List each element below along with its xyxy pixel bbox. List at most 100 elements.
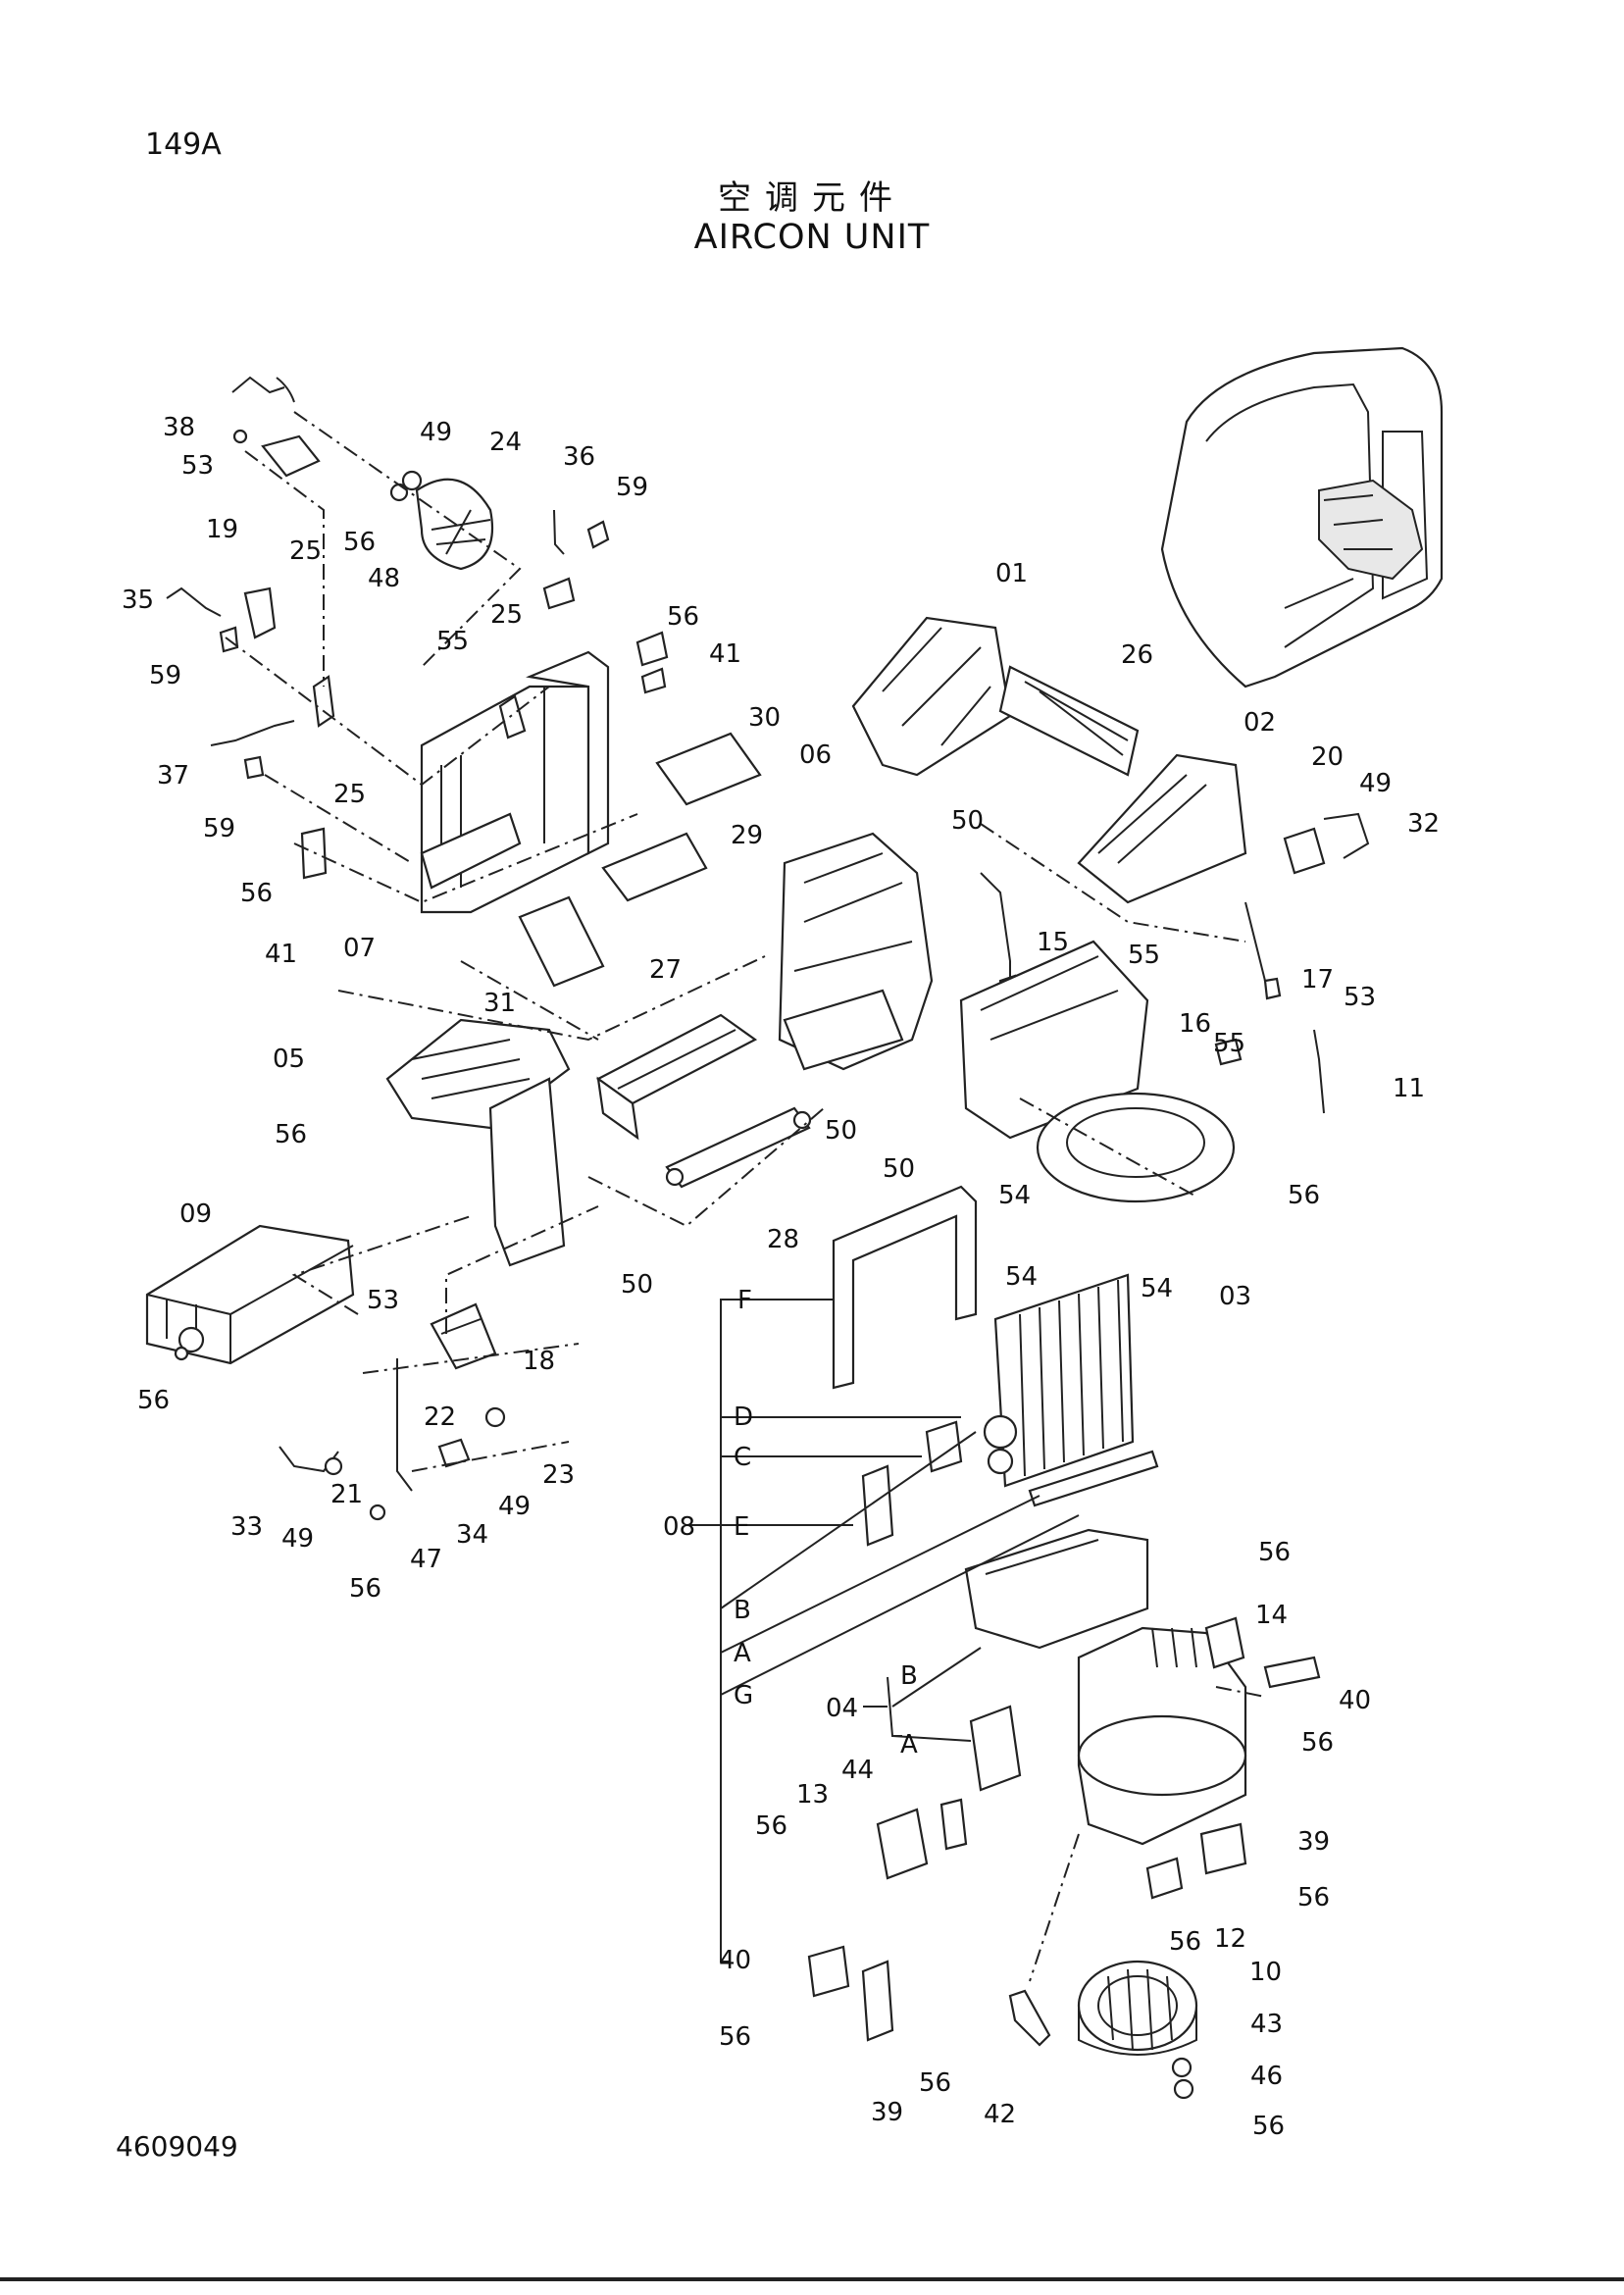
- callout-label: 49: [420, 418, 452, 447]
- blower-lower-case: [807, 1528, 1321, 2042]
- callout-label: 56: [1297, 1883, 1330, 1912]
- callout-label: 10: [1249, 1958, 1282, 1987]
- group-08-sub-label: G: [734, 1681, 753, 1710]
- callout-label: 25: [490, 600, 523, 630]
- callout-label: 50: [883, 1154, 915, 1184]
- callout-label: 56: [1288, 1181, 1320, 1210]
- callout-label: 14: [1255, 1601, 1288, 1630]
- callout-label: 53: [367, 1286, 399, 1315]
- title-chinese: 空调元件: [718, 178, 906, 218]
- callout-label: 54: [1141, 1274, 1173, 1303]
- drawing-number: 4609049: [116, 2130, 238, 2163]
- callout-label: 22: [424, 1402, 456, 1432]
- callout-leaders: [686, 1299, 1080, 1963]
- callout-label: 39: [871, 2098, 903, 2127]
- callout-label: 46: [1250, 2062, 1283, 2091]
- callout-label: 48: [368, 564, 400, 593]
- callout-label: 40: [719, 1946, 751, 1975]
- callout-label: 19: [206, 515, 238, 544]
- callout-label: 41: [265, 940, 297, 969]
- callout-label: 53: [181, 451, 214, 481]
- callout-label: 39: [1297, 1827, 1330, 1857]
- page-number: 149A: [145, 128, 222, 162]
- group-04-number: 04: [826, 1694, 858, 1723]
- callout-label: 56: [349, 1574, 381, 1604]
- blower-fan: [1008, 1960, 1198, 2100]
- callout-label: 33: [230, 1512, 263, 1542]
- callout-label: 36: [563, 442, 595, 472]
- callout-label: 15: [1037, 928, 1069, 957]
- callout-label: 56: [719, 2022, 751, 2052]
- callout-label: 55: [1128, 941, 1160, 970]
- callout-label: 43: [1250, 2010, 1283, 2039]
- callout-label: 59: [203, 814, 235, 843]
- callout-label: 34: [456, 1520, 488, 1550]
- callout-label: 47: [410, 1545, 442, 1574]
- callout-label: 35: [122, 586, 154, 615]
- callout-label: 56: [667, 602, 699, 632]
- callout-label: 37: [157, 761, 189, 790]
- callout-label: 49: [281, 1524, 314, 1554]
- callout-label: 59: [149, 661, 181, 690]
- callout-labels: 38 53 19 49 24 56 48 36 59 35 25 59 25 5…: [122, 413, 1440, 2141]
- callout-label: 01: [995, 559, 1028, 588]
- right-ducting: [851, 616, 1370, 1114]
- damper-flaps: [518, 732, 762, 988]
- group-08-sub-label: B: [734, 1596, 751, 1625]
- callout-label: 07: [343, 934, 376, 963]
- callout-label: 49: [1359, 769, 1392, 798]
- heater-core: [595, 1013, 812, 1189]
- callout-label: 23: [542, 1460, 575, 1490]
- callout-label: 56: [137, 1386, 170, 1415]
- callout-label: 25: [289, 536, 322, 566]
- callout-label: 03: [1219, 1282, 1251, 1311]
- callout-label: 56: [919, 2068, 951, 2098]
- callout-label: 31: [483, 989, 516, 1018]
- group-08-number: 08: [663, 1512, 695, 1542]
- machine-cab-illustration: [1160, 346, 1444, 688]
- callout-label: 55: [1213, 1029, 1245, 1058]
- group-08-sub-label: C: [734, 1443, 751, 1472]
- callout-label: 56: [1301, 1728, 1334, 1758]
- callout-label: 54: [1005, 1262, 1038, 1292]
- callout-label: 56: [1258, 1538, 1291, 1567]
- actuator-assembly: [279, 1302, 506, 1521]
- callout-label: 17: [1301, 965, 1334, 994]
- bottom-border-line: [0, 2277, 1624, 2281]
- callout-label: 56: [1252, 2112, 1285, 2141]
- callout-label: 09: [179, 1199, 212, 1229]
- group-08-sub-label: A: [734, 1639, 751, 1668]
- callout-label: 21: [330, 1480, 363, 1509]
- group-08-sub-label: D: [734, 1402, 753, 1432]
- filter-case: [145, 1224, 355, 1365]
- callout-label: 12: [1214, 1924, 1246, 1954]
- upper-housing: [385, 832, 934, 1267]
- linkage-assembly: [166, 376, 669, 880]
- callout-label: 50: [621, 1270, 653, 1300]
- callout-label: 20: [1311, 742, 1344, 772]
- callout-label: 49: [498, 1492, 531, 1521]
- callout-label: 06: [799, 740, 832, 770]
- callout-label: 38: [163, 413, 195, 442]
- callout-label: 56: [1169, 1927, 1201, 1957]
- callout-label: 44: [841, 1756, 874, 1785]
- evaporator-assembly: [832, 1185, 1159, 1547]
- group-04-sub-label: B: [900, 1661, 918, 1691]
- callout-label: 25: [333, 780, 366, 809]
- callout-label: 50: [825, 1116, 857, 1146]
- callout-label: 18: [523, 1347, 555, 1376]
- callout-label: 30: [748, 703, 781, 733]
- callout-label: 29: [731, 821, 763, 850]
- callout-label: 53: [1344, 983, 1376, 1012]
- callout-label: 41: [709, 639, 741, 669]
- callout-label: 50: [951, 806, 984, 836]
- callout-label: 05: [273, 1045, 305, 1074]
- leader-lines: [225, 411, 1266, 1982]
- callout-label: 56: [275, 1120, 307, 1149]
- callout-label: 56: [755, 1811, 787, 1841]
- callout-label: 40: [1339, 1686, 1371, 1715]
- callout-label: 56: [343, 528, 376, 557]
- callout-label: 13: [796, 1780, 829, 1810]
- title-english: AIRCON UNIT: [693, 218, 931, 257]
